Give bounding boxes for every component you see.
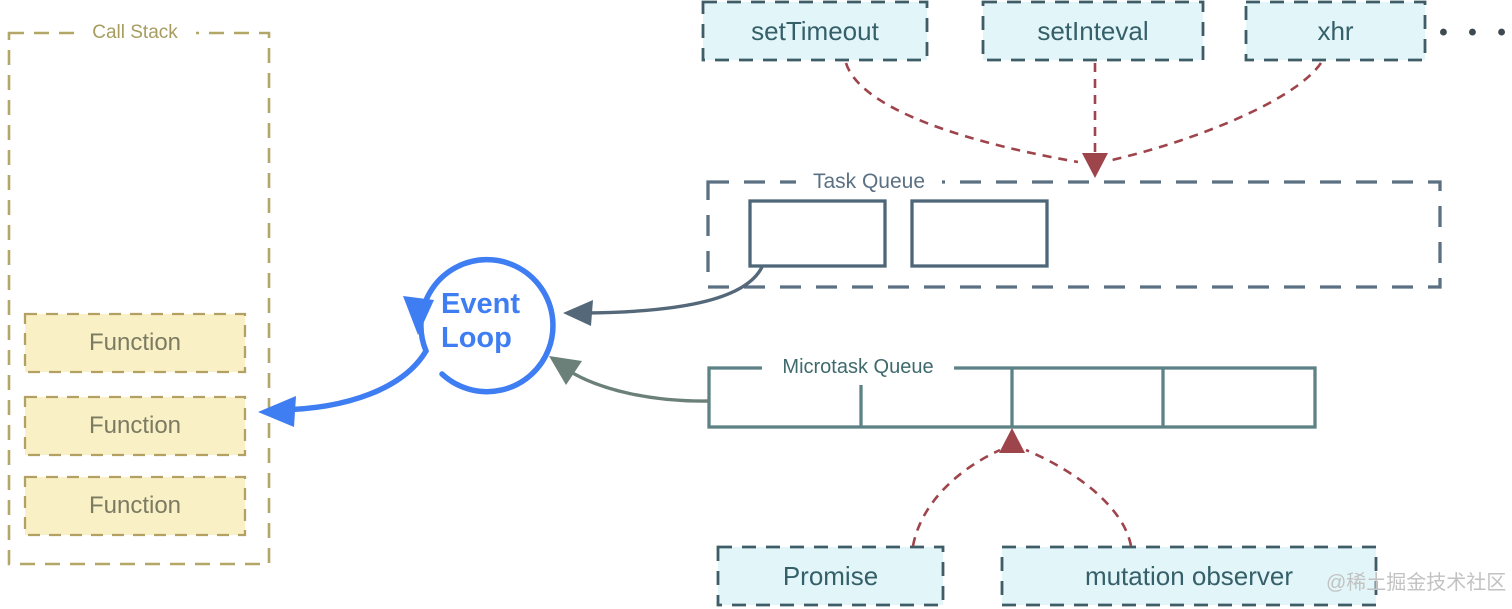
settimeout-label: setTimeout xyxy=(751,15,879,46)
microtask-queue-label: Microtask Queue xyxy=(762,355,954,380)
settimeout-flow-line xyxy=(844,62,1079,164)
event-loop-rotation-arrowhead xyxy=(403,296,434,335)
task-queue-box xyxy=(706,180,1442,289)
task-queue-slot-1 xyxy=(748,199,887,268)
setinteval-box xyxy=(981,0,1205,62)
event-loop-label: Event Loop xyxy=(441,287,561,357)
task-queue-to-event-loop-arrow xyxy=(584,266,764,315)
function-label-2: Function xyxy=(88,412,182,439)
xhr-box xyxy=(1244,0,1427,62)
setinteval-label: setInteval xyxy=(1037,15,1149,46)
event-loop-exit-arrowhead xyxy=(258,396,296,427)
function-box-2 xyxy=(23,395,247,457)
function-box-1 xyxy=(23,312,247,374)
event-loop-exit-arrow xyxy=(275,348,429,413)
microtask-queue-arrowhead xyxy=(549,356,582,385)
xhr-flow-line xyxy=(1111,62,1323,162)
function-label-3: Function xyxy=(88,492,182,519)
promise-flow-line xyxy=(911,448,1001,547)
microtask-queue-inflow-arrowhead xyxy=(999,428,1025,453)
task-queue-inflow-arrowhead xyxy=(1082,153,1108,178)
mutation-observer-label: mutation observer xyxy=(1084,560,1294,591)
event-loop-circle xyxy=(418,256,556,395)
mutation-observer-box xyxy=(1000,545,1378,607)
task-queue-arrowhead xyxy=(563,300,593,326)
function-label-1: Function xyxy=(88,329,182,356)
event-loop-label-line2: Loop xyxy=(441,322,512,354)
function-box-3 xyxy=(23,475,247,537)
mutation-observer-flow-line xyxy=(1025,448,1133,547)
ellipsis-dots: • • • xyxy=(1439,19,1512,46)
call-stack-label: Call Stack xyxy=(74,22,196,44)
event-loop-label-line1: Event xyxy=(441,288,520,320)
task-queue-slot-2 xyxy=(910,199,1049,268)
task-queue-label: Task Queue xyxy=(796,168,942,195)
microtask-queue-to-event-loop-arrow xyxy=(565,367,710,403)
promise-box xyxy=(716,545,945,607)
watermark: @稀土掘金技术社区 xyxy=(1326,571,1507,594)
promise-label: Promise xyxy=(782,560,879,591)
xhr-label: xhr xyxy=(1317,15,1354,46)
settimeout-box xyxy=(701,0,929,62)
